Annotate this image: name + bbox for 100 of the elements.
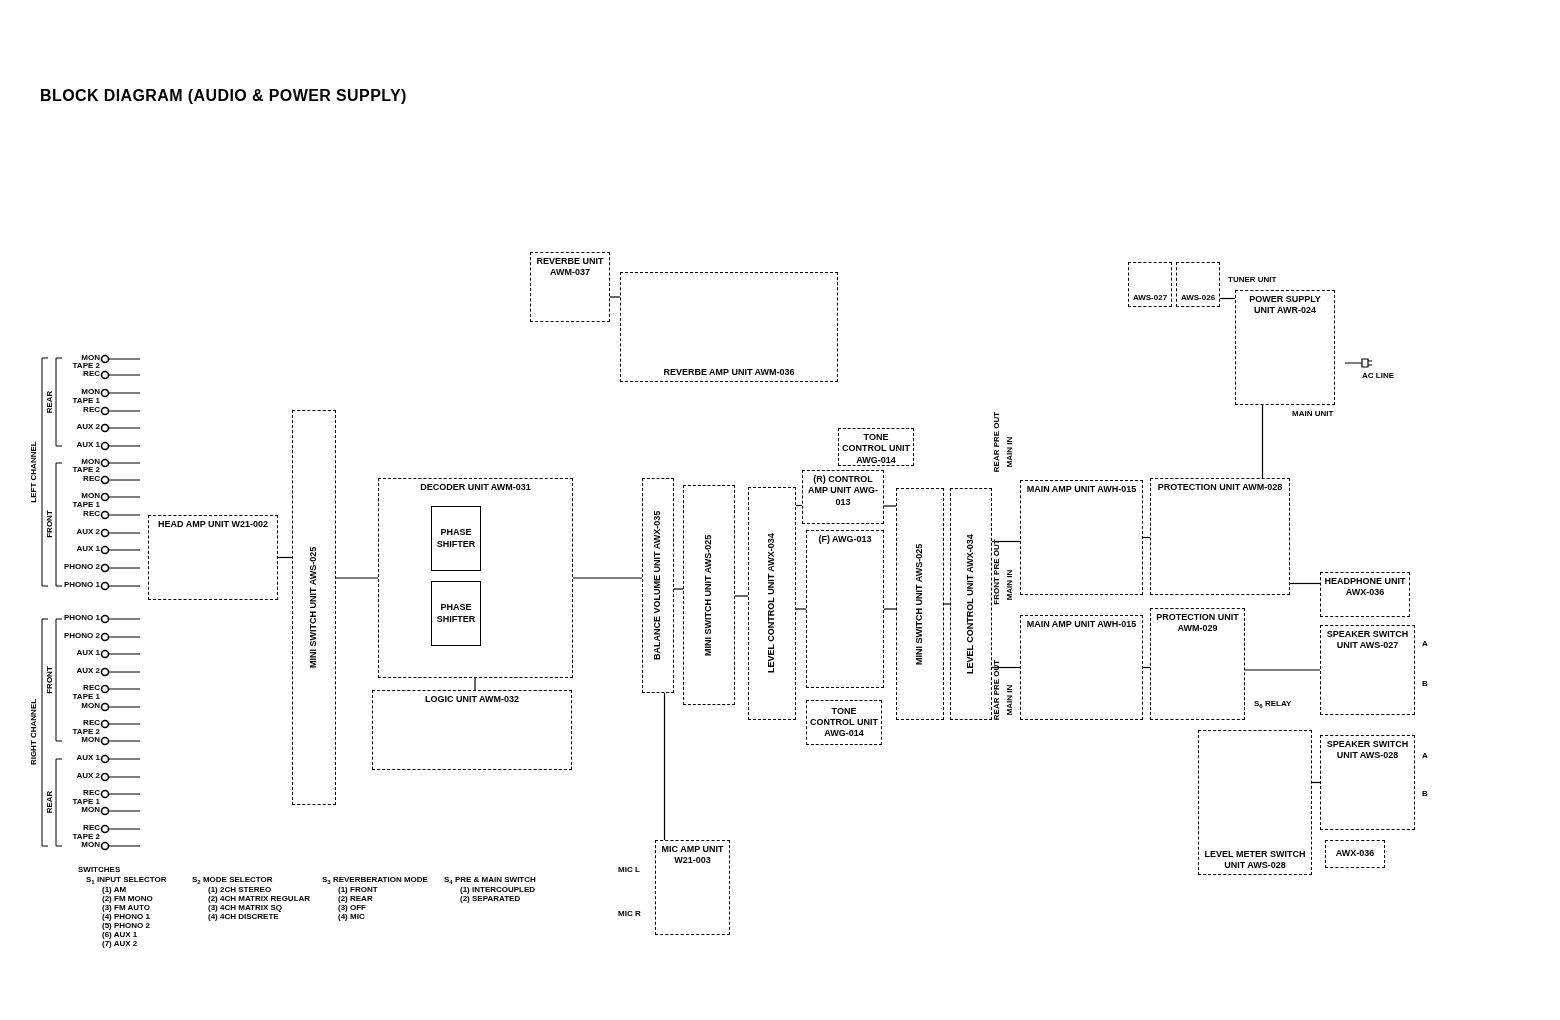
switch-position: (5) PHONO 2: [102, 922, 150, 930]
unit-outline: [683, 485, 735, 705]
jack-label: PHONO 2: [63, 563, 100, 571]
jack-label: PHONO 1: [63, 614, 100, 622]
unit-label: MIC AMP UNIT W21-003: [660, 844, 725, 867]
switch-position: (1) INTERCOUPLED: [460, 886, 536, 894]
unit-label: BALANCE VOLUME UNIT AWX-035: [652, 510, 664, 661]
channel-group-label: REAR: [46, 390, 54, 414]
unit-outline: [950, 488, 992, 720]
switch-position: (2) FM MONO: [102, 895, 153, 903]
unit-outline: [1320, 625, 1415, 715]
switch-position: (4) MIC: [338, 913, 365, 921]
connection-line: [1311, 781, 1321, 784]
switch-position: (2) SEPARATED: [460, 895, 521, 903]
circuit-block: [431, 581, 481, 646]
connection-line: [883, 608, 897, 610]
unit-outline: [806, 530, 884, 688]
unit-label: REVERBE AMP UNIT AWM-036: [663, 366, 795, 378]
connection-line: [883, 505, 897, 507]
jack-label: AUX 1: [75, 649, 100, 657]
connection-line: [572, 577, 643, 579]
channel-group-label: FRONT: [46, 510, 54, 538]
jack-label: REC: [82, 510, 100, 518]
unit-label: AWX-036: [1335, 848, 1375, 860]
unit-side-label: A: [1422, 752, 1428, 760]
unit-outline: [1150, 608, 1245, 720]
unit-outline: [1020, 615, 1143, 720]
connection-line: [609, 296, 621, 298]
jack-label: MON: [80, 702, 100, 710]
unit-label: MINI SWITCH UNIT AWS-025: [914, 543, 926, 665]
unit-label: TONE CONTROL UNIT AWG-014: [842, 432, 910, 466]
jack-label: MON: [80, 806, 100, 814]
jack-label: AUX 2: [75, 423, 100, 431]
unit-outline: [1020, 480, 1143, 595]
jack-label: MIC R: [618, 910, 641, 918]
jack-label: MAIN IN: [1006, 684, 1014, 716]
unit-label: PROTECTION UNIT AWM-029: [1155, 612, 1240, 635]
switch-position: (2) REAR: [338, 895, 373, 903]
jack-label: MON: [80, 492, 100, 500]
jack-label: AUX 2: [75, 528, 100, 536]
switch-position: (6) AUX 1: [102, 931, 138, 939]
unit-label: (F) AWG-013: [818, 534, 872, 546]
connection-line: [734, 595, 749, 597]
jack-label: REC: [82, 475, 100, 483]
jack-label: REC: [82, 719, 100, 727]
unit-label: TONE CONTROL UNIT AWG-014: [810, 705, 878, 740]
connection-line: [1142, 536, 1151, 539]
connection-line: [474, 677, 476, 691]
unit-label: MAIN AMP UNIT AWH-015: [1026, 619, 1137, 631]
jack-label: REAR PRE OUT: [993, 411, 1001, 473]
unit-outline: [1320, 572, 1410, 617]
jack-label: PHONO 1: [63, 581, 100, 589]
connection-line: [335, 577, 379, 579]
block-label: PHASE SHIFTER: [435, 527, 477, 550]
connection-line: [1244, 669, 1321, 671]
unit-label: SPEAKER SWITCH UNIT AWS-027: [1325, 629, 1410, 652]
unit-outline: [802, 470, 884, 524]
jack-label: PHONO 2: [63, 632, 100, 640]
unit-label: HEADPHONE UNIT AWX-036: [1324, 576, 1406, 599]
jack-label: TAPE 2: [71, 466, 100, 474]
connection-line: [991, 666, 1021, 669]
connection-line: [277, 556, 293, 559]
unit-outline: [896, 488, 944, 720]
unit-side-label: MAIN UNIT: [1292, 410, 1334, 418]
connection-line: [795, 504, 803, 507]
unit-outline: [530, 252, 610, 322]
terminal-label: TUNER UNIT: [1228, 276, 1277, 284]
jack-label: TAPE 1: [71, 693, 100, 701]
unit-label: LEVEL CONTROL UNIT AWX-034: [766, 533, 778, 674]
jack-label: TAPE 2: [71, 728, 100, 736]
unit-outline: [655, 840, 730, 935]
block-label: PHASE SHIFTER: [435, 602, 477, 625]
switch-name: S$_{1}$ INPUT SELECTOR: [86, 876, 167, 884]
jack-label: REC: [82, 789, 100, 797]
jack-label: TAPE 1: [71, 397, 100, 405]
unit-outline: [1150, 478, 1290, 595]
connection-line: [1219, 297, 1236, 300]
jack-label: MON: [80, 388, 100, 396]
unit-label: REVERBE UNIT AWM-037: [535, 256, 605, 279]
jack-label: REC: [82, 684, 100, 692]
jack-label: TAPE 2: [71, 362, 100, 370]
jack-label: REC: [82, 370, 100, 378]
unit-label: LOGIC UNIT AWM-032: [424, 694, 520, 706]
unit-outline: [292, 410, 336, 805]
unit-label: MINI SWITCH UNIT AWS-025: [308, 546, 320, 669]
connection-line: [991, 540, 1021, 543]
switch-position: (3) FM AUTO: [102, 904, 150, 912]
unit-outline: [620, 272, 838, 382]
unit-label: (R) CONTROL AMP UNIT AWG-013: [807, 474, 879, 508]
unit-outline: [1176, 262, 1220, 307]
unit-label: PROTECTION UNIT AWM-028: [1157, 482, 1283, 494]
jack-label: MAIN IN: [1006, 436, 1014, 468]
unit-side-label: A: [1422, 640, 1428, 648]
channel-group-label: REAR: [46, 790, 54, 814]
connection-line: [943, 603, 951, 605]
unit-outline: [1325, 840, 1385, 868]
jack-label: MAIN IN: [1006, 569, 1014, 601]
unit-label: AWS-026: [1180, 293, 1216, 303]
switch-name: S$_{4}$ PRE & MAIN SWITCH: [444, 876, 536, 884]
jack-label: AUX 1: [75, 545, 100, 553]
